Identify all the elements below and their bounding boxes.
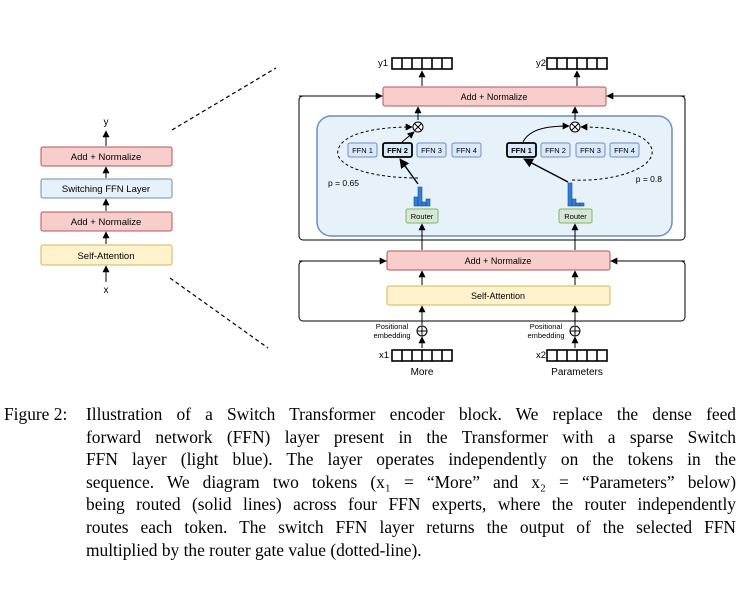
gate-path-2 bbox=[571, 123, 653, 181]
left-add-normalize-bottom-label: Add + Normalize bbox=[71, 217, 142, 228]
router-token1 bbox=[405, 208, 439, 224]
caption-line: being routed (solid lines) across four F… bbox=[86, 494, 736, 515]
y1-label: y1 bbox=[378, 58, 388, 69]
p-value-token1: p = 0.65 bbox=[328, 178, 359, 188]
router2-route-line bbox=[523, 158, 569, 183]
left-add-normalize-top-label: Add + Normalize bbox=[71, 152, 142, 163]
token1-ffn3-label: FFN 3 bbox=[421, 146, 442, 155]
top-add-normalize-label: Add + Normalize bbox=[461, 92, 528, 102]
left-encoder-stack: y Add + Normalize Switching FFN Layer Ad… bbox=[40, 117, 173, 296]
token2-ffn1-selected bbox=[506, 142, 537, 158]
plus-node-2 bbox=[569, 325, 581, 337]
router1-route-line bbox=[399, 158, 419, 185]
caption-line: Illustration of a Switch Transformer enc… bbox=[86, 404, 736, 424]
x1-vector bbox=[391, 349, 453, 362]
left-add-normalize-bottom bbox=[40, 211, 173, 232]
top-add-normalize bbox=[382, 86, 607, 107]
ffn2-to-multiply-1 bbox=[401, 131, 415, 143]
token1-experts: FFN 1 FFN 2 FFN 3 FFN 4 bbox=[347, 142, 482, 158]
left-switching-ffn-label: Switching FFN Layer bbox=[62, 184, 150, 195]
multiply-node-2 bbox=[569, 121, 581, 133]
y2-vector bbox=[546, 57, 608, 70]
token1-ffn2-selected bbox=[382, 142, 413, 158]
bottom-add-normalize bbox=[386, 250, 611, 271]
token2-experts: FFN 1 FFN 2 FFN 3 FFN 4 bbox=[506, 142, 640, 158]
plus-node-1 bbox=[416, 325, 428, 337]
token1-ffn4-label: FFN 4 bbox=[456, 146, 477, 155]
router-token2 bbox=[558, 208, 593, 224]
caption-line: multiplied by the router gate value (dot… bbox=[86, 539, 422, 560]
token1-ffn4 bbox=[451, 142, 482, 158]
token1-ffn3 bbox=[416, 142, 447, 158]
left-self-attention-label: Self-Attention bbox=[77, 251, 134, 262]
p-value-token2: p = 0.8 bbox=[636, 174, 663, 184]
router2-distribution bbox=[567, 182, 585, 207]
positional-label-2: Positional bbox=[530, 322, 563, 331]
left-add-normalize-top bbox=[40, 146, 173, 167]
token2-ffn2-label: FFN 2 bbox=[545, 146, 566, 155]
x1-label: x1 bbox=[379, 350, 389, 361]
left-input-label: x bbox=[104, 285, 109, 296]
token1-ffn2-label: FFN 2 bbox=[387, 146, 408, 155]
left-switching-ffn-layer bbox=[40, 178, 173, 199]
embedding-label-2: embedding bbox=[527, 331, 564, 340]
y1-vector bbox=[391, 57, 453, 70]
x2-label: x2 bbox=[536, 350, 546, 361]
zoom-line-bottom bbox=[169, 277, 269, 349]
bottom-add-normalize-label: Add + Normalize bbox=[465, 256, 532, 266]
token1-ffn1 bbox=[347, 142, 378, 158]
multiply-node-1 bbox=[412, 121, 424, 133]
token2-ffn3-label: FFN 3 bbox=[580, 146, 601, 155]
token1-word: More bbox=[411, 367, 434, 378]
token2-ffn4 bbox=[609, 142, 640, 158]
embedding-label-1: embedding bbox=[373, 331, 410, 340]
caption-line: FFN layer (light blue). The layer operat… bbox=[86, 449, 736, 470]
positional-label-1: Positional bbox=[376, 322, 409, 331]
left-self-attention bbox=[40, 244, 173, 266]
token2-ffn4-label: FFN 4 bbox=[614, 146, 635, 155]
ffn1-to-multiply-2 bbox=[522, 122, 570, 143]
zoom-line-top bbox=[171, 67, 277, 131]
y2-label: y2 bbox=[536, 58, 546, 69]
token1-ffn1-label: FFN 1 bbox=[352, 146, 373, 155]
detailed-encoder-block: y1 y2 Add + Normalize bbox=[298, 57, 686, 378]
self-attention-label: Self-Attention bbox=[471, 291, 525, 301]
caption-body: Illustration of a Switch Transformer enc… bbox=[86, 403, 736, 561]
router1-distribution bbox=[413, 186, 431, 207]
router-token2-label: Router bbox=[564, 212, 587, 221]
switch-transformer-diagram: y Add + Normalize Switching FFN Layer Ad… bbox=[40, 57, 686, 378]
left-output-label: y bbox=[104, 117, 109, 128]
token2-ffn1-label: FFN 1 bbox=[511, 146, 532, 155]
self-attention-block bbox=[386, 285, 611, 306]
token2-word: Parameters bbox=[551, 367, 603, 378]
token2-ffn2 bbox=[540, 142, 571, 158]
x2-vector bbox=[546, 349, 608, 362]
caption-line: forward network (FFN) layer present in t… bbox=[86, 426, 736, 447]
figure-label: Figure 2: bbox=[4, 404, 68, 424]
router-token1-label: Router bbox=[411, 212, 434, 221]
caption-line: routes each token. The switch FFN layer … bbox=[86, 516, 736, 537]
caption-line: sequence. We diagram two tokens (x₁ = “M… bbox=[86, 471, 736, 492]
token2-ffn3 bbox=[575, 142, 606, 158]
